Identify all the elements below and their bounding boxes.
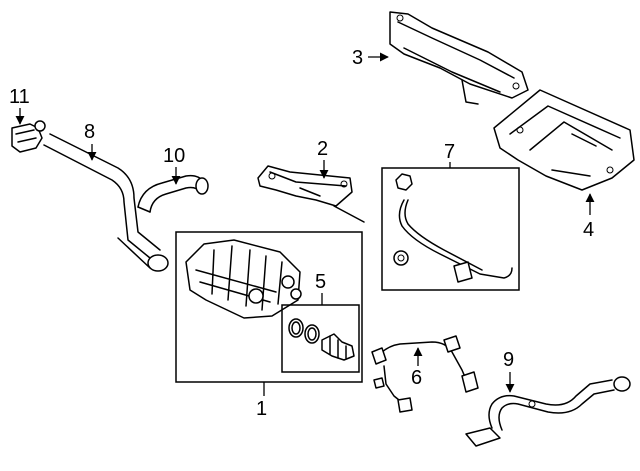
callout-5: 5 — [315, 271, 326, 293]
part-3-upper-bracket — [389, 11, 529, 105]
callout-7: 7 — [444, 141, 455, 163]
part-2-bracket — [257, 165, 365, 223]
part-4-heat-shield — [493, 89, 635, 191]
part-1-box — [175, 231, 363, 383]
part-5-valve-and-seals — [288, 318, 355, 361]
callout-10: 10 — [163, 145, 185, 167]
part-6-harness — [371, 335, 479, 413]
part-11-connector — [11, 120, 46, 153]
part-8-hose — [43, 133, 169, 272]
callout-6: 6 — [411, 367, 422, 389]
callout-8: 8 — [84, 121, 95, 143]
part-1-canister — [185, 239, 302, 319]
part-7-vent-line — [393, 173, 513, 283]
callout-3: 3 — [352, 47, 363, 69]
callout-1: 1 — [256, 398, 267, 420]
callout-4: 4 — [583, 219, 594, 241]
part-5-box — [281, 304, 360, 373]
callout-2: 2 — [317, 138, 328, 160]
callout-9: 9 — [503, 349, 514, 371]
callout-11: 11 — [9, 86, 30, 108]
part-9-sensor-hose — [465, 376, 631, 447]
part-10-elbow-hose — [137, 174, 209, 213]
